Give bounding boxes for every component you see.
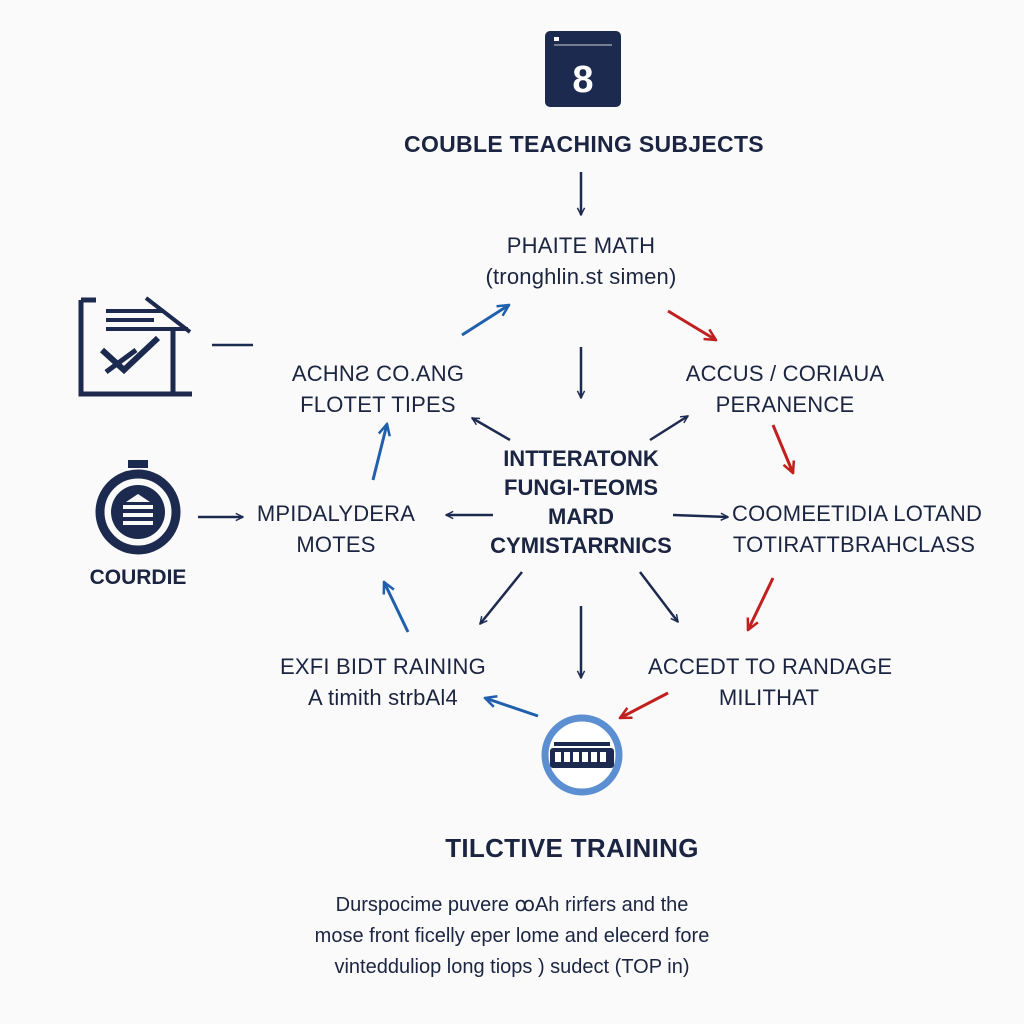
footer-line-3: vintedduliop long tiops ) sudect (TOP in… <box>334 956 690 978</box>
keyboard-icon <box>541 714 623 796</box>
arrow-right-middle-to-right-lower <box>748 577 775 630</box>
arrow-right-lower-to-keyboard <box>620 691 669 720</box>
node-right-upper-line2: PERANENCE <box>715 392 855 417</box>
header-title: COUBLE TEACHING SUBJECTS <box>404 131 764 157</box>
node-right-upper-line1: ACCUS / CORIAUA <box>685 361 885 386</box>
node-top-title: PHAITE MATH <box>506 233 656 258</box>
node-center-line4: CYMISTARRNICS <box>490 533 672 558</box>
node-center-line1: INTTERATONK <box>503 446 659 471</box>
badge-icon <box>95 460 181 555</box>
node-left-upper-line1: ACHNƧ CO.ANG <box>291 361 465 386</box>
arrow-center-to-left-lower <box>480 571 523 624</box>
node-right-lower: ACCEDT TO RANDAGE MILITHAT <box>648 651 893 713</box>
node-right-upper: ACCUS / CORIAUA PERANENCE <box>660 358 910 420</box>
arrow-left-lower-to-left-middle <box>384 582 410 633</box>
node-right-lower-line1: ACCEDT TO RANDAGE <box>648 654 893 679</box>
node-right-lower-line2: MILITHAT <box>718 685 820 710</box>
node-top-subtitle: (tronghlin.st simen) <box>485 264 677 289</box>
arrow-center-to-right-upper <box>649 414 688 442</box>
document-check-icon <box>78 296 192 397</box>
calendar-icon: 8 <box>545 31 621 107</box>
footer-line-1: Durspocime puvere ꝏAh rirfers and the <box>335 894 689 916</box>
arrow-keyboard-to-left-lower <box>485 698 539 718</box>
badge-label: COURDIE <box>89 566 187 589</box>
arrow-top-to-right-upper <box>667 309 716 340</box>
node-left-middle-line1: MPIDALYDERA <box>256 501 416 526</box>
node-top: PHAITE MATH (tronghlin.st simen) <box>431 230 731 292</box>
bottom-title: TILCTIVE TRAINING <box>445 833 699 863</box>
arrow-center-to-left-upper <box>472 416 511 442</box>
node-left-lower-line1: EXFI BIDT RAINING <box>280 654 486 679</box>
node-center: INTTERATONK FUNGI-TEOMS MARD CYMISTARRNI… <box>476 444 686 560</box>
node-left-middle-line2: MOTES <box>296 532 376 557</box>
arrow-center-to-right-middle <box>672 515 728 517</box>
node-center-line2: FUNGI-TEOMS <box>504 475 658 500</box>
node-right-middle-line1: COOMEETIDIA LOTAND <box>732 501 983 526</box>
arrow-right-upper-to-right-middle <box>771 424 793 473</box>
footer-line-2: mose front ficelly eper lome and elecerd… <box>314 925 710 947</box>
node-left-lower-line2: A timith strbAl4 <box>308 685 458 710</box>
arrow-left-middle-to-left-upper <box>371 424 387 481</box>
footer-text: Durspocime puvere ꝏAh rirfers and the mo… <box>282 890 742 983</box>
node-center-line3: MARD <box>548 504 614 529</box>
arrow-center-to-right-lower <box>639 571 679 622</box>
node-left-middle: MPIDALYDERA MOTES <box>226 498 446 560</box>
node-right-middle-line2: TOTIRATTBRAHCLASS <box>732 532 976 557</box>
calendar-number: 8 <box>572 59 593 101</box>
node-left-lower: EXFI BIDT RAINING A timith strbAl4 <box>258 651 508 713</box>
node-left-upper-line2: FLOTET TIPES <box>300 392 456 417</box>
node-right-middle: COOMEETIDIA LOTAND TOTIRATTBRAHCLASS <box>732 498 983 560</box>
node-left-upper: ACHNƧ CO.ANG FLOTET TIPES <box>253 358 503 420</box>
arrow-left-upper-to-top <box>461 305 509 337</box>
